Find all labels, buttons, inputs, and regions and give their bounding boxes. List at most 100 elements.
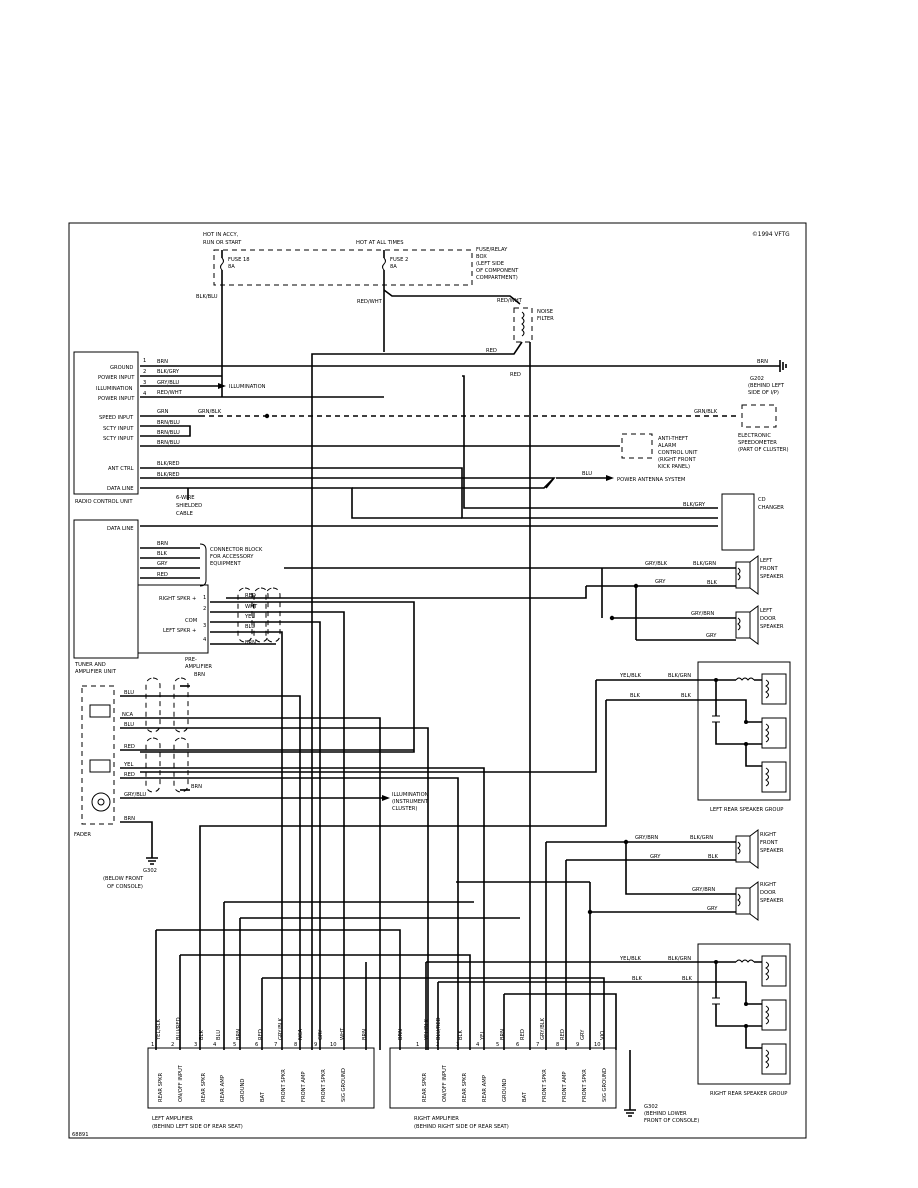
diagram-label: FRONT AMP xyxy=(562,1071,568,1102)
diagram-label: SHIELDED xyxy=(176,503,202,509)
diagram-label: HOT IN ACCY, xyxy=(203,232,239,238)
diagram-label: 10 xyxy=(330,1042,337,1048)
diagram-label: 7 xyxy=(274,1042,277,1048)
diagram-label: GROUND xyxy=(110,365,133,371)
diagram-label: BLU xyxy=(245,624,255,630)
diagram-label: 4 xyxy=(476,1042,480,1048)
diagram-label: BRN xyxy=(157,359,168,365)
diagram-label: GRY xyxy=(580,1029,586,1040)
diagram-label: ILLUMINATION xyxy=(392,792,429,798)
ground-g202: G202 (BEHIND LEFT SIDE OF I/P) xyxy=(748,360,787,396)
diagram-label: LEFT REAR SPEAKER GROUP xyxy=(710,807,783,813)
diagram-label: (PART OF CLUSTER) xyxy=(738,447,789,453)
diagram-label: BLK xyxy=(157,551,167,557)
diagram-label: HOT AT ALL TIMES xyxy=(356,240,404,246)
diagram-label: FRONT SPKR xyxy=(582,1069,588,1102)
diagram-label: SIDE OF I/P) xyxy=(748,390,779,396)
diagram-label: POWER ANTENNA SYSTEM xyxy=(617,477,685,483)
diagram-label: ANTI-THEFT xyxy=(658,436,689,442)
diagram-label: FRONT SPKR xyxy=(542,1069,548,1102)
diagram-label: 8 xyxy=(556,1042,559,1048)
diagram-label: 2 xyxy=(436,1042,439,1048)
diagram-label: RED xyxy=(124,772,135,778)
diagram-label: WHT xyxy=(340,1027,346,1040)
diagram-label: GRY xyxy=(650,854,661,860)
diagram-label: RADIO CONTROL UNIT xyxy=(75,499,133,505)
diagram-label: BLK xyxy=(458,1030,464,1040)
diagram-label: GROUND xyxy=(502,1079,508,1102)
diagram-label: (BEHIND LEFT xyxy=(748,383,785,389)
diagram-label: FRONT xyxy=(760,566,779,572)
diagram-label: SPEAKER xyxy=(760,574,784,580)
diagram-label: YEL xyxy=(244,614,254,620)
diagram-label: KICK PANEL) xyxy=(658,464,690,470)
diagram-label: 4 xyxy=(203,637,207,643)
diagram-label: (BELOW FRONT xyxy=(103,876,144,882)
diagram-label: NCA xyxy=(122,712,134,718)
diagram-label: FOR ACCESSORY xyxy=(210,554,254,560)
diagram-label: FILTER xyxy=(537,316,554,322)
diagram-label: (RIGHT FRONT xyxy=(658,457,696,463)
diagram-label: YEL/BLK xyxy=(619,673,642,679)
diagram-label: GRY xyxy=(706,633,717,639)
diagram-label: BRN xyxy=(398,1029,404,1040)
diagram-label: FRONT SPKR xyxy=(321,1069,327,1102)
diagram-label: LEFT SPKR + xyxy=(163,628,196,634)
diagram-label: SCTY INPUT xyxy=(103,426,134,432)
diagram-label: FADER xyxy=(74,832,91,838)
diagram-label: OF CONSOLE) xyxy=(107,884,143,890)
diagram-label: POWER INPUT xyxy=(98,375,135,381)
diagram-label: (BEHIND LOWER xyxy=(644,1111,687,1117)
diagram-label: BRN/BLU xyxy=(157,440,180,446)
diagram-label: (BEHIND LEFT SIDE OF REAR SEAT) xyxy=(152,1124,243,1130)
diagram-label: BRN/BLU xyxy=(157,420,180,426)
diagram-label: LEFT xyxy=(760,558,773,564)
diagram-label: G302 xyxy=(644,1104,658,1110)
diagram-label: BOX xyxy=(476,254,487,260)
diagram-label: 4 xyxy=(143,391,147,397)
diagram-label: GRY/BLU xyxy=(157,380,179,386)
diagram-label: OF COMPONENT xyxy=(476,268,519,274)
diagram-label: RED xyxy=(124,744,135,750)
diagram-label: BLK xyxy=(630,693,640,699)
diagram-label: BRN xyxy=(124,816,135,822)
diagram-label: CONNECTOR BLOCK xyxy=(210,547,263,553)
diagram-label: LEFT xyxy=(760,608,773,614)
diagram-label: BRN xyxy=(194,672,205,678)
diagram-label: FRONT AMP xyxy=(301,1071,307,1102)
diagram-label: BLU xyxy=(216,1030,222,1040)
diagram-label: COM xyxy=(185,618,197,624)
diagram-label: SIG GROUND xyxy=(602,1068,608,1102)
diagram-label: WHT xyxy=(245,604,258,610)
diagram-label: DOOR xyxy=(760,616,776,622)
right-door-speaker: RIGHT DOOR SPEAKER xyxy=(735,881,784,921)
diagram-label: BRN xyxy=(236,1029,242,1040)
noise-filter: NOISE FILTER xyxy=(513,307,554,343)
diagram-label: GROUND xyxy=(240,1079,246,1102)
diagram-label: BAT xyxy=(522,1091,528,1102)
diagram-label: BRN xyxy=(245,640,256,646)
diagram-label: YEL xyxy=(123,762,133,768)
tuner-amplifier-unit: TUNER AND AMPLIFIER UNIT DATA LINE RIGHT… xyxy=(73,519,207,675)
diagram-label: 3 xyxy=(143,380,146,386)
diagram-label: POWER INPUT xyxy=(98,396,135,402)
copyright-text: ©1994 VFTG xyxy=(752,231,790,238)
diagram-label: CONTROL UNIT xyxy=(658,450,698,456)
diagram-label: BLU xyxy=(124,722,134,728)
diagram-label: NOISE xyxy=(537,309,553,315)
diagram-label: RED xyxy=(520,1029,526,1040)
diagram-label: 5 xyxy=(496,1042,499,1048)
diagram-label: 8 xyxy=(294,1042,297,1048)
diagram-label: ELECTRONIC xyxy=(738,433,771,439)
diagram-label: 3 xyxy=(456,1042,459,1048)
diagram-label: PRE- xyxy=(185,657,197,663)
diagram-label: SPEEDOMETER xyxy=(738,440,777,446)
diagram-label: 1 xyxy=(151,1042,154,1048)
diagram-label: 3 xyxy=(194,1042,197,1048)
diagram-label: VIO xyxy=(600,1031,606,1040)
diagram-label: REAR AMP xyxy=(482,1075,488,1102)
fader: FADER xyxy=(74,685,115,838)
diagram-label: GRN/BLK xyxy=(694,409,718,415)
diagram-label: BLU xyxy=(582,471,592,477)
diagram-label: CABLE xyxy=(176,511,193,517)
